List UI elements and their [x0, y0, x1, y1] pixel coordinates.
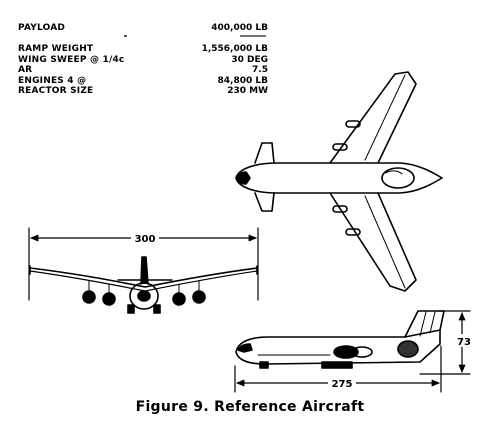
length-label: 275 [332, 379, 353, 390]
spec-value: 7.5 [252, 65, 268, 75]
front-view-fuselage [129, 282, 159, 310]
top-view-nose [235, 171, 251, 185]
spec-value: 230 MW [227, 86, 268, 96]
spec-label: PAYLOAD [18, 23, 66, 33]
figure-caption: Figure 9. Reference Aircraft [135, 399, 365, 415]
spec-value: 400,000 LB [211, 23, 268, 33]
specification-table: PAYLOAD 400,000 LB RAMP WEIGHT 1,556,000… [18, 23, 268, 97]
spec-row-ramp-weight: RAMP WEIGHT 1,556,000 LB [18, 44, 268, 55]
spec-row-wing-sweep: WING SWEEP @ 1/4c 30 DEG [18, 55, 268, 66]
spec-label: AR [18, 65, 33, 75]
top-view-tail-lower [254, 192, 275, 212]
side-view-reactor [397, 340, 419, 358]
top-view-reactor-dome [385, 170, 403, 175]
spec-row-engines: ENGINES 4 @ 84,800 LB [18, 76, 268, 87]
spec-label: ENGINES 4 @ [18, 75, 87, 86]
span-label: 300 [135, 234, 156, 245]
front-view-engine-4 [192, 290, 206, 304]
top-view-lower-wing [329, 192, 417, 292]
top-view-upper-wing-flap [364, 74, 406, 161]
top-view-upper-wing [329, 71, 417, 164]
top-view [235, 71, 443, 292]
spec-row-reactor: REACTOR SIZE 230 MW [18, 86, 268, 97]
spec-label: REACTOR SIZE [18, 86, 94, 96]
spec-value: 84,800 LB [217, 75, 268, 86]
top-view-fuselage [235, 162, 443, 194]
side-view-vertical-tail [404, 310, 445, 338]
top-view-tail-upper [254, 142, 275, 164]
side-view-engine-2 [351, 346, 373, 358]
illegible-scan-smudge [124, 35, 266, 37]
top-view-engine-2 [345, 120, 361, 128]
spec-label: WING SWEEP @ 1/4c [18, 54, 125, 65]
front-view-engine-3 [172, 292, 186, 306]
side-view-engine-1 [333, 345, 359, 359]
front-view-engine-1 [82, 290, 96, 304]
top-view-reactor-housing [381, 167, 415, 189]
top-view-lower-wing-flap [364, 195, 406, 289]
top-view-engine-1 [332, 143, 348, 151]
front-view-vertical-tail [140, 256, 149, 285]
front-view-wing [29, 267, 258, 288]
top-view-engine-3 [332, 205, 348, 213]
height-label: 73 [457, 337, 471, 348]
spec-row-payload: PAYLOAD 400,000 LB [18, 23, 268, 34]
top-view-engine-4 [345, 228, 361, 236]
spec-value: 1,556,000 LB [201, 44, 268, 54]
front-view-engine-2 [102, 292, 116, 306]
spec-value: 30 DEG [231, 54, 268, 65]
spec-label: RAMP WEIGHT [18, 44, 94, 54]
side-view-fuselage [235, 329, 441, 365]
spec-row-aspect-ratio: AR 7.5 [18, 65, 268, 76]
